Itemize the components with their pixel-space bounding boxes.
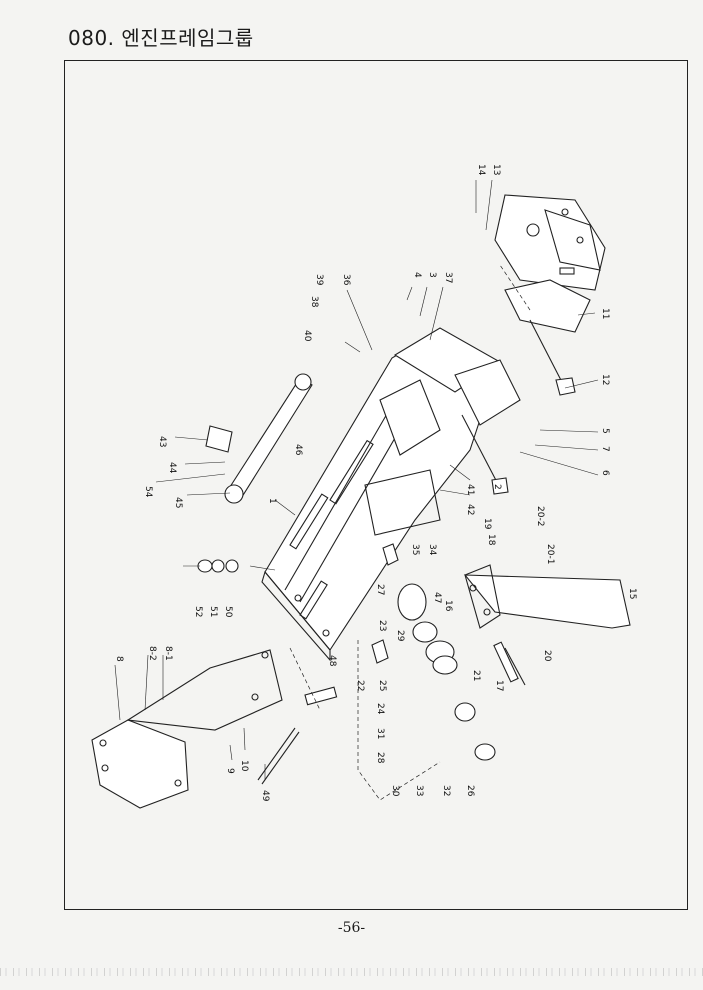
callout-36: 36 (341, 274, 351, 286)
callout-21: 21 (471, 670, 481, 681)
callout-8-1: 8-1 (163, 646, 173, 661)
callout-27: 27 (375, 584, 385, 595)
leader-lines (114, 179, 599, 780)
callout-25: 25 (377, 680, 387, 691)
callout-30: 30 (390, 785, 400, 797)
link-bar (205, 373, 313, 504)
callout-47: 47 (432, 592, 442, 603)
callout-6: 6 (600, 470, 610, 476)
callout-20: 20 (542, 650, 552, 662)
callout-54: 54 (143, 486, 153, 498)
page-number: -56- (337, 920, 366, 936)
callout-50: 50 (223, 606, 233, 618)
callout-12: 12 (600, 374, 610, 385)
callout-16: 16 (443, 600, 453, 612)
callout-18: 18 (486, 534, 496, 546)
callout-15: 15 (627, 588, 637, 599)
callout-3: 3 (427, 272, 437, 278)
callout-38: 38 (309, 296, 319, 308)
callout-46: 46 (293, 444, 303, 456)
callout-35: 35 (410, 544, 420, 555)
swing-arm (463, 564, 631, 686)
callout-11: 11 (600, 308, 610, 319)
callout-44: 44 (167, 462, 177, 474)
washer-set (197, 559, 239, 573)
callout-40: 40 (302, 330, 312, 342)
assembly-guide-lines (289, 264, 531, 801)
callout-19: 19 (482, 518, 492, 530)
callout-31: 31 (375, 728, 385, 739)
callout-13: 13 (491, 164, 501, 175)
callout-14: 14 (476, 164, 486, 176)
callout-41: 41 (465, 484, 475, 495)
page-title: 080. 엔진프레임그룹 (68, 26, 254, 50)
callout-24: 24 (375, 703, 385, 715)
callout-8: 8 (114, 656, 124, 662)
callout-32: 32 (441, 785, 451, 796)
long-bolt (461, 319, 576, 495)
left-base-bracket (91, 649, 338, 809)
diagram-frame (64, 60, 688, 910)
callout-39: 39 (314, 274, 324, 286)
callout-51: 51 (208, 606, 218, 617)
callout-20-2: 20-2 (535, 506, 545, 526)
callout-10: 10 (239, 760, 249, 772)
callout-42: 42 (465, 504, 475, 515)
callout-22: 22 (355, 680, 365, 691)
callout-2: 2 (492, 484, 502, 490)
engine-frame-body (261, 327, 521, 662)
scan-artifact-strip (0, 968, 703, 976)
callout-17: 17 (494, 680, 504, 691)
callout-23: 23 (377, 620, 387, 631)
callout-7: 7 (600, 446, 610, 452)
callout-8-2: 8-2 (147, 646, 157, 661)
callout-28: 28 (375, 752, 385, 764)
callout-26: 26 (465, 785, 475, 797)
part-callouts: 14 13 4 3 37 39 36 38 40 11 12 5 7 6 2 4… (114, 164, 637, 802)
top-right-bracket (494, 194, 606, 333)
callout-43: 43 (157, 436, 167, 447)
callout-52: 52 (193, 606, 203, 617)
callout-4: 4 (412, 272, 422, 278)
callout-45: 45 (173, 497, 183, 508)
callout-5: 5 (600, 428, 610, 434)
callout-1: 1 (267, 498, 277, 504)
roller-assembly (371, 543, 496, 761)
callout-48: 48 (327, 655, 337, 667)
callout-9: 9 (225, 768, 235, 774)
callout-37: 37 (443, 272, 453, 283)
callout-33: 33 (414, 785, 424, 796)
callout-29: 29 (395, 630, 405, 642)
callout-20-1: 20-1 (545, 544, 555, 564)
callout-34: 34 (427, 544, 437, 556)
callout-49: 49 (260, 790, 270, 802)
